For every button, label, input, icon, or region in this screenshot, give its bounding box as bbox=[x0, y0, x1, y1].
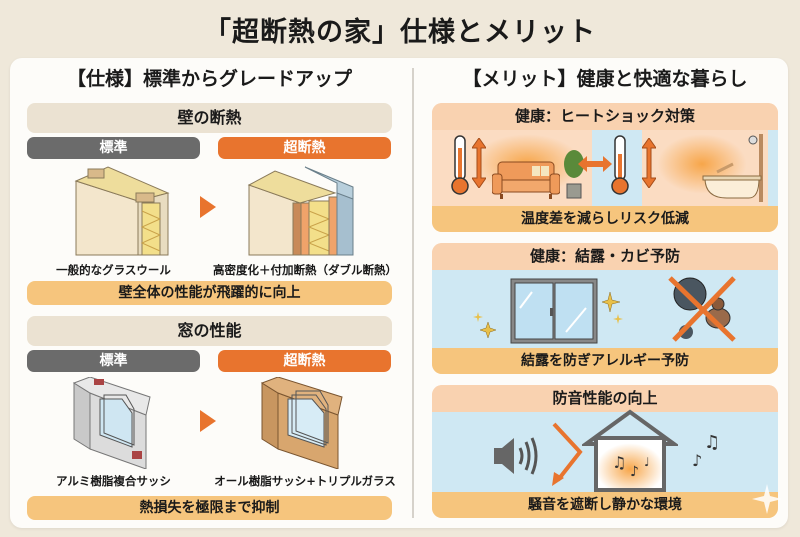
bathtub-icon bbox=[702, 134, 763, 202]
wall-standard-label: 標準 bbox=[27, 137, 200, 159]
standard-wall-icon bbox=[74, 166, 170, 256]
super-wall-icon bbox=[247, 166, 354, 256]
condensation-card: 健康：結露・カビ予防 結露を防ぎアレルギー予防 bbox=[432, 243, 778, 374]
column-divider bbox=[412, 68, 414, 518]
temperature-change-arrow-icon bbox=[642, 138, 656, 188]
wall-section-title: 壁の断熱 bbox=[27, 103, 392, 133]
sparkle-icon bbox=[602, 291, 623, 324]
thermometer-cold-icon bbox=[611, 135, 629, 195]
window-upgrade-arrow-icon bbox=[200, 410, 216, 432]
sofa-icon bbox=[492, 161, 560, 199]
speaker-icon bbox=[494, 437, 538, 475]
svg-text:♩: ♩ bbox=[644, 455, 650, 469]
plant-icon bbox=[564, 150, 584, 199]
aluminum-resin-window-icon bbox=[72, 377, 151, 469]
window-super-label: 超断熱 bbox=[218, 350, 391, 372]
window-standard-caption: アルミ樹脂複合サッシ bbox=[56, 474, 171, 488]
wall-summary: 壁全体の性能が飛躍的に向上 bbox=[27, 281, 392, 305]
double-glazed-window-icon bbox=[510, 278, 598, 344]
deflected-noise-arrow-icon bbox=[552, 422, 583, 486]
window-standard-label: 標準 bbox=[27, 350, 200, 372]
temperature-change-arrow-icon bbox=[472, 138, 486, 188]
condensation-title: 健康：結露・カビ予防 bbox=[432, 243, 778, 270]
svg-text:♪: ♪ bbox=[692, 451, 702, 470]
condensation-footer: 結露を防ぎアレルギー予防 bbox=[432, 348, 778, 374]
soundproof-footer: 騒音を遮断し静かな環境 bbox=[432, 492, 778, 518]
wall-upgrade-arrow-icon bbox=[200, 196, 216, 218]
svg-text:♫: ♫ bbox=[612, 453, 626, 472]
wall-standard-caption: 一般的なグラスウール bbox=[56, 263, 171, 277]
spec-heading: 【仕様】標準からグレードアップ bbox=[66, 68, 352, 90]
window-section-title: 窓の性能 bbox=[27, 316, 392, 346]
heat-shock-title: 健康：ヒートショック対策 bbox=[432, 103, 778, 130]
wall-super-caption: 高密度化＋付加断熱（ダブル断熱） bbox=[213, 263, 397, 277]
soundproof-card: 防音性能の向上 ♫ ♪ ♩ ♫ bbox=[432, 385, 778, 518]
window-summary: 熱損失を極限まで抑制 bbox=[27, 496, 392, 520]
resin-triple-glass-window-icon bbox=[260, 377, 343, 469]
svg-text:♫: ♫ bbox=[704, 432, 720, 453]
window-super-caption: オール樹脂サッシ+トリプルガラス bbox=[214, 474, 396, 488]
wall-super-label: 超断熱 bbox=[218, 137, 391, 159]
heat-shock-footer: 温度差を減らしリスク低減 bbox=[432, 206, 778, 232]
soundproof-title: 防音性能の向上 bbox=[432, 385, 778, 412]
merit-heading: 【メリット】健康と快適な暮らし bbox=[462, 68, 748, 90]
page-title: 「超断熱の家」仕様とメリット bbox=[204, 17, 596, 48]
double-arrow-icon bbox=[578, 156, 612, 172]
mold-mite-prohibited-icon bbox=[668, 276, 736, 342]
heat-shock-card: 健康：ヒートショック対策 bbox=[432, 103, 778, 232]
svg-text:♪: ♪ bbox=[630, 464, 639, 480]
thermometer-icon bbox=[451, 135, 469, 195]
music-notes-icon: ♫ ♪ bbox=[692, 432, 720, 470]
sparkle-icon bbox=[473, 312, 497, 339]
house-icon: ♫ ♪ ♩ bbox=[582, 409, 678, 492]
sparkle-decoration-icon bbox=[752, 484, 782, 514]
